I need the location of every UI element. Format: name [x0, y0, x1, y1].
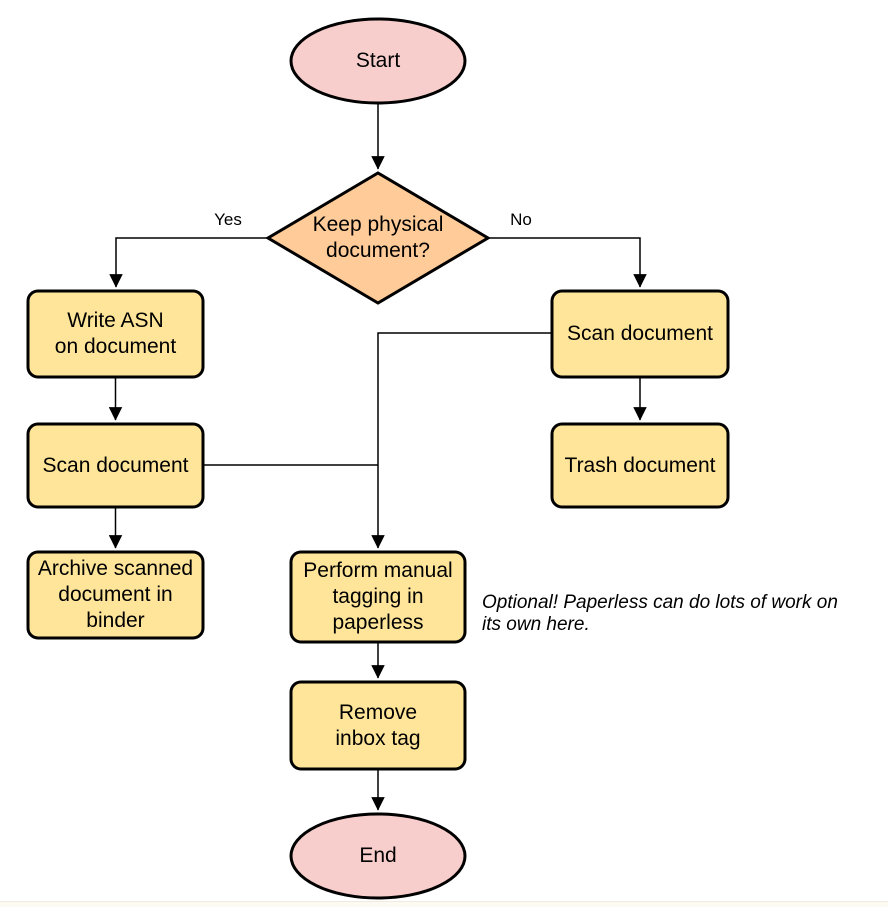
page-edge-line: [0, 901, 888, 902]
end-ellipse: [289, 812, 467, 900]
archive-box: [26, 550, 205, 640]
tagging-box: [289, 550, 467, 644]
decision-diamond: [265, 171, 491, 305]
page-edge-strip: [0, 902, 888, 907]
edge-decision-yes-to-write-asn: [109, 237, 267, 288]
scan-right-box: [550, 289, 730, 379]
edge-scan-right-to-tagging: [371, 332, 551, 549]
optional-annotation: Optional! Paperless can do lots of work …: [482, 592, 838, 635]
start-ellipse: [289, 17, 467, 105]
write-asn-box: [26, 289, 205, 379]
remove-inbox-box: [289, 680, 467, 771]
trash-box: [550, 422, 730, 509]
scan-left-box: [26, 422, 205, 509]
edge-decision-no-to-scan-right: [489, 237, 647, 288]
